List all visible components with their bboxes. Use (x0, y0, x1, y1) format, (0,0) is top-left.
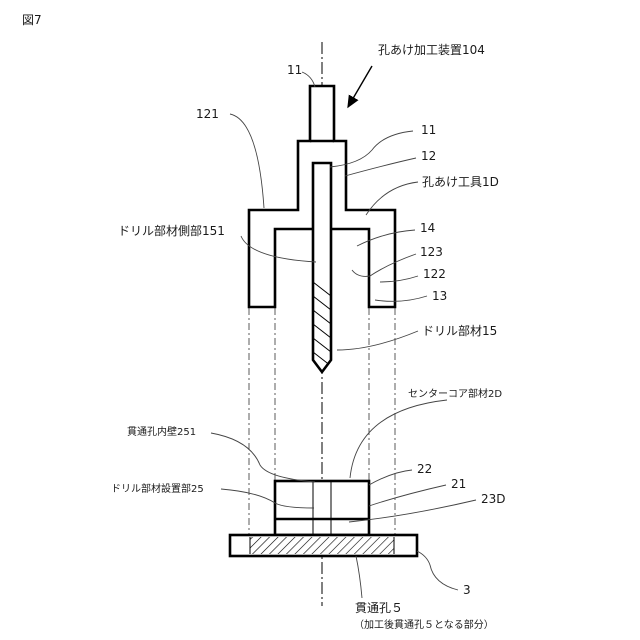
label-22: 22 (417, 462, 432, 476)
leader-drill (337, 331, 418, 350)
label-11-right: 11 (421, 123, 436, 137)
label-23d: 23D (481, 492, 506, 506)
leader-21 (369, 485, 446, 506)
drill-member (313, 163, 331, 372)
label-center-core: センターコア部材2D (408, 387, 502, 400)
label-hole: 貫通孔５ (355, 601, 403, 615)
label-drill: ドリル部材15 (422, 323, 497, 338)
label-side-part: ドリル部材側部151 (118, 223, 225, 238)
label-121: 121 (196, 107, 219, 121)
label-hole-note: （加工後貫通孔５となる部分） (354, 618, 494, 631)
label-123: 123 (420, 245, 443, 259)
label-14: 14 (420, 221, 435, 235)
center-core-member (275, 481, 369, 535)
leader-22 (369, 470, 412, 485)
leader-12 (345, 158, 416, 176)
figure-label: 図7 (22, 13, 42, 27)
label-122: 122 (423, 267, 446, 281)
leader-121 (230, 114, 264, 208)
leader-inner-wall (211, 433, 315, 482)
label-21: 21 (451, 477, 466, 491)
label-device: 孔あけ加工装置104 (378, 43, 485, 57)
label-3: 3 (463, 583, 471, 597)
label-13: 13 (432, 289, 447, 303)
label-12: 12 (421, 149, 436, 163)
label-inner-wall: 貫通孔内壁251 (127, 425, 196, 438)
label-11-top: 11 (287, 63, 302, 77)
label-drill-seat: ドリル部材設置部25 (111, 482, 204, 495)
label-tool: 孔あけ工具1D (422, 175, 499, 189)
device-arrow (348, 66, 372, 107)
leader-center-core (350, 400, 447, 478)
leader-3 (417, 551, 458, 590)
workpiece-plate (230, 535, 417, 556)
leader-hole (356, 556, 362, 598)
